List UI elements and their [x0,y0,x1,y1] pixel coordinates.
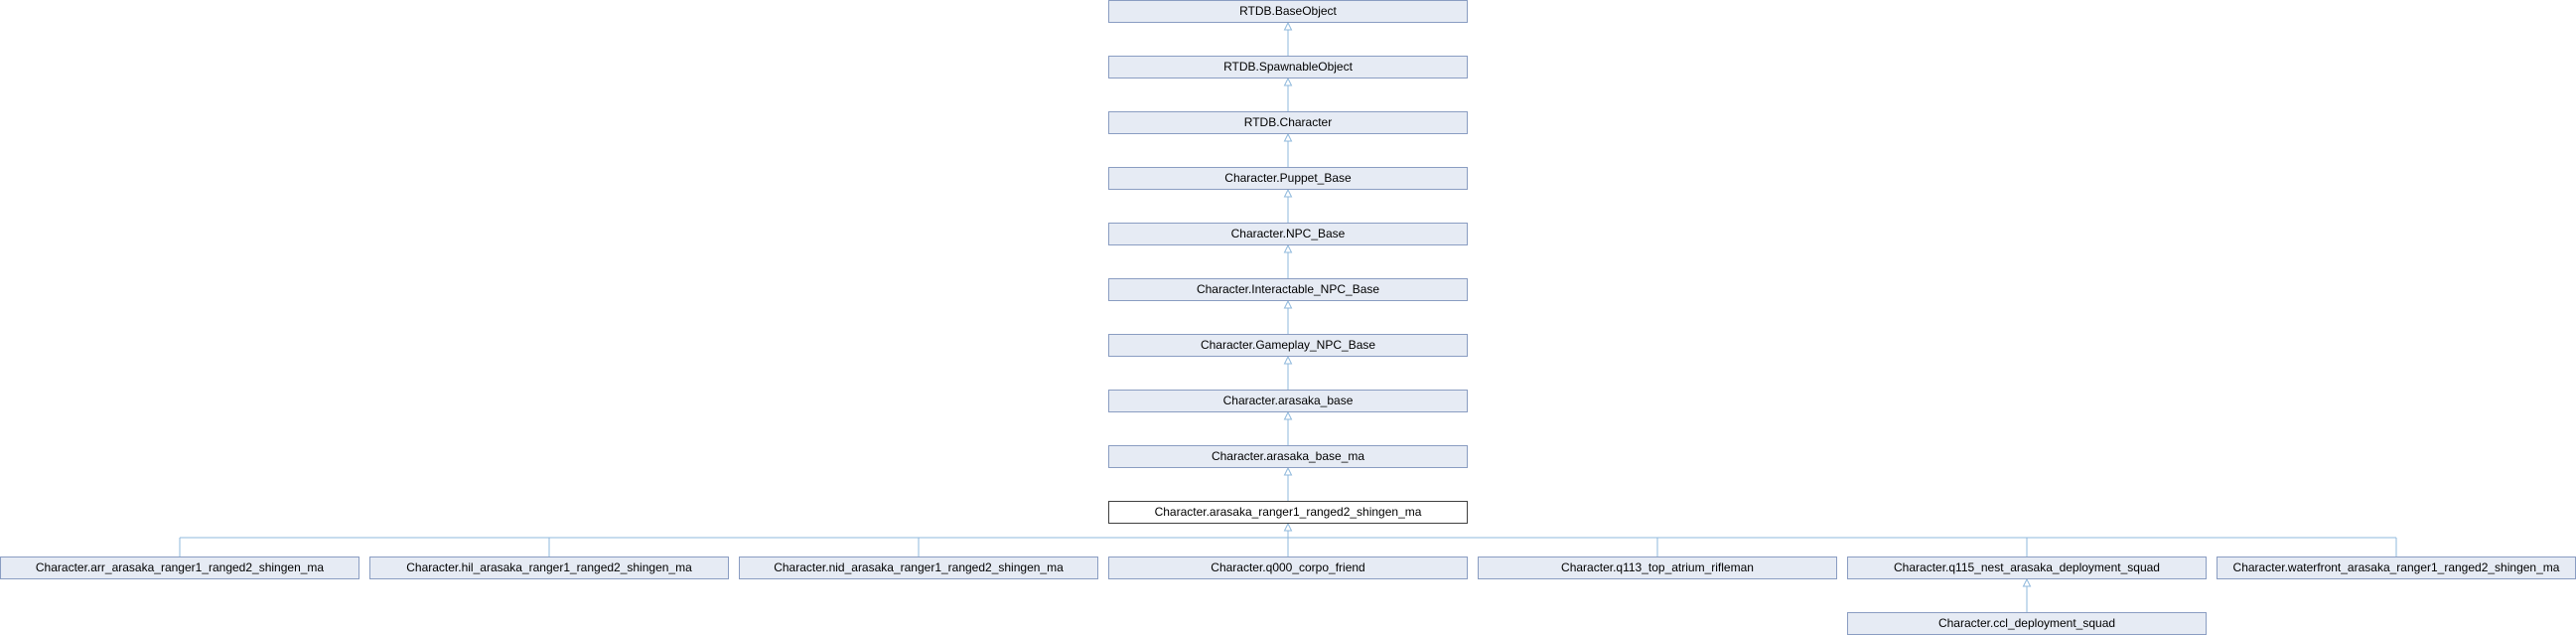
inheritance-arrowhead [1283,21,1293,31]
inheritance-arrowhead [2022,577,2032,587]
inheritance-arrowhead [1283,77,1293,86]
inheritance-arrowhead [1283,243,1293,253]
class-node-waterfront-arasaka-ranger1-ranged2-shingen-ma[interactable]: Character.waterfront_arasaka_ranger1_ran… [2217,556,2576,579]
inheritance-arrowhead [1283,188,1293,198]
class-node-q115-nest-arasaka-deployment-squad[interactable]: Character.q115_nest_arasaka_deployment_s… [1847,556,2207,579]
class-node-npc-base[interactable]: Character.NPC_Base [1108,223,1468,245]
class-node-arr-arasaka-ranger1-ranged2-shingen-ma[interactable]: Character.arr_arasaka_ranger1_ranged2_sh… [0,556,359,579]
class-node-q113-top-atrium-rifleman[interactable]: Character.q113_top_atrium_rifleman [1478,556,1837,579]
class-node-arasaka-base-ma[interactable]: Character.arasaka_base_ma [1108,445,1468,468]
class-node-nid-arasaka-ranger1-ranged2-shingen-ma[interactable]: Character.nid_arasaka_ranger1_ranged2_sh… [739,556,1098,579]
inheritance-arrowhead [1283,132,1293,142]
class-node-rtdb-spawnableobject[interactable]: RTDB.SpawnableObject [1108,56,1468,79]
class-node-current-arasaka-ranger1-ranged2-shingen-ma: Character.arasaka_ranger1_ranged2_shinge… [1108,501,1468,524]
class-node-interactable-npc-base[interactable]: Character.Interactable_NPC_Base [1108,278,1468,301]
class-node-q000-corpo-friend[interactable]: Character.q000_corpo_friend [1108,556,1468,579]
class-node-puppet-base[interactable]: Character.Puppet_Base [1108,167,1468,190]
class-node-gameplay-npc-base[interactable]: Character.Gameplay_NPC_Base [1108,334,1468,357]
inheritance-arrowhead [1283,410,1293,420]
inheritance-arrowhead [1283,355,1293,365]
inheritance-arrowhead [1283,522,1293,532]
class-node-rtdb-character[interactable]: RTDB.Character [1108,111,1468,134]
class-node-arasaka-base[interactable]: Character.arasaka_base [1108,390,1468,412]
inheritance-arrowhead [1283,466,1293,476]
class-node-rtdb-baseobject[interactable]: RTDB.BaseObject [1108,0,1468,23]
class-node-hil-arasaka-ranger1-ranged2-shingen-ma[interactable]: Character.hil_arasaka_ranger1_ranged2_sh… [369,556,729,579]
inheritance-arrowhead [1283,299,1293,309]
class-node-ccl-deployment-squad[interactable]: Character.ccl_deployment_squad [1847,612,2207,635]
